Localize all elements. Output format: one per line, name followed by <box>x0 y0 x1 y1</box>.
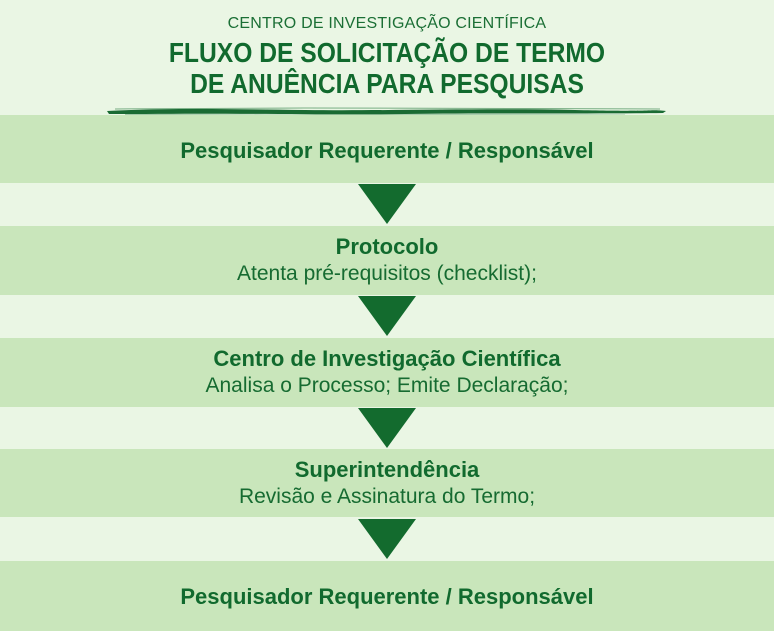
step-5-band: Pesquisador Requerente / Responsável <box>0 561 774 631</box>
supertitle: CENTRO DE INVESTIGAÇÃO CIENTÍFICA <box>227 15 547 32</box>
step-5-title: Pesquisador Requerente / Responsável <box>180 584 594 609</box>
step-2-band: Protocolo Atenta pré-requisitos (checkli… <box>0 226 774 295</box>
down-arrow-icon <box>358 296 416 336</box>
down-arrow-icon <box>358 184 416 224</box>
down-arrow-icon <box>358 519 416 559</box>
page-title: FLUXO DE SOLICITAÇÃO DE TERMO DE ANUÊNCI… <box>46 37 727 99</box>
title-line-2: DE ANUÊNCIA PARA PESQUISAS <box>190 68 584 99</box>
step-2-subtitle: Atenta pré-requisitos (checklist); <box>237 262 537 285</box>
header: CENTRO DE INVESTIGAÇÃO CIENTÍFICA FLUXO … <box>0 0 774 112</box>
step-3-band: Centro de Investigação Científica Analis… <box>0 338 774 407</box>
brush-underline-icon <box>107 107 666 116</box>
down-arrow-icon <box>358 408 416 448</box>
step-3-title: Centro de Investigação Científica <box>213 346 561 371</box>
step-1-title: Pesquisador Requerente / Responsável <box>180 138 594 163</box>
title-line-1: FLUXO DE SOLICITAÇÃO DE TERMO <box>168 37 606 68</box>
step-4-title: Superintendência <box>294 457 480 482</box>
step-3-subtitle: Analisa o Processo; Emite Declaração; <box>205 374 569 397</box>
step-4-band: Superintendência Revisão e Assinatura do… <box>0 449 774 517</box>
step-4-subtitle: Revisão e Assinatura do Termo; <box>238 485 536 508</box>
step-1-band: Pesquisador Requerente / Responsável <box>0 115 774 183</box>
step-2-title: Protocolo <box>335 234 439 259</box>
